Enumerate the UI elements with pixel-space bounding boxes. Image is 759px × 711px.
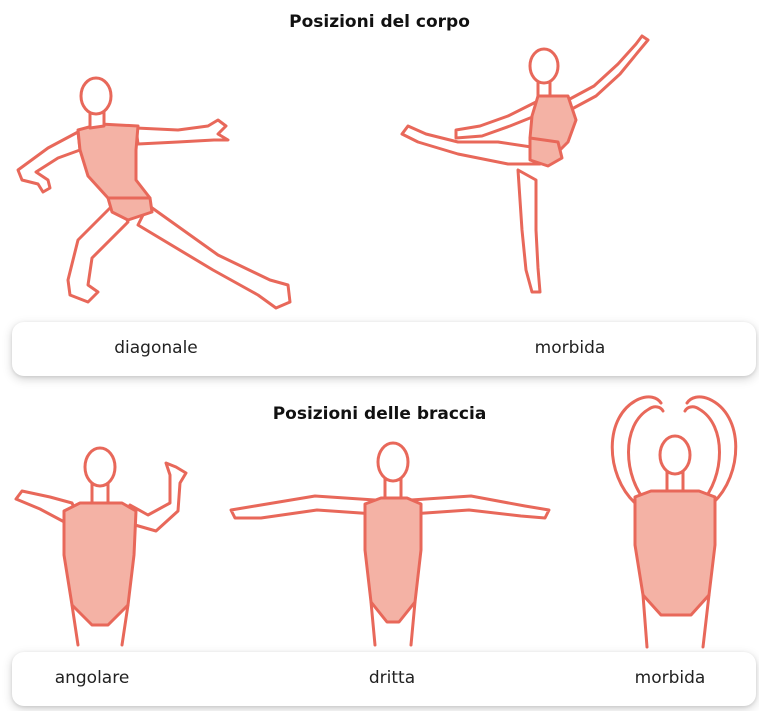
arm-positions-label-card: angolare dritta morbida [12, 652, 756, 706]
label-angolare: angolare [55, 668, 130, 688]
body-positions-title: Posizioni del corpo [0, 12, 759, 32]
label-dritta: dritta [369, 668, 415, 688]
dancer-lunge-figure [8, 80, 298, 320]
dancer-rounded-arms-figure [595, 385, 755, 650]
dancer-arabesque-figure [398, 30, 658, 315]
label-morbida-body: morbida [535, 338, 606, 358]
dancer-straight-arms-figure [225, 440, 555, 650]
dancer-angular-arms-figure [10, 445, 200, 650]
label-morbida-arms: morbida [635, 668, 706, 688]
label-diagonale: diagonale [114, 338, 198, 358]
body-positions-label-card: diagonale morbida [12, 322, 756, 376]
